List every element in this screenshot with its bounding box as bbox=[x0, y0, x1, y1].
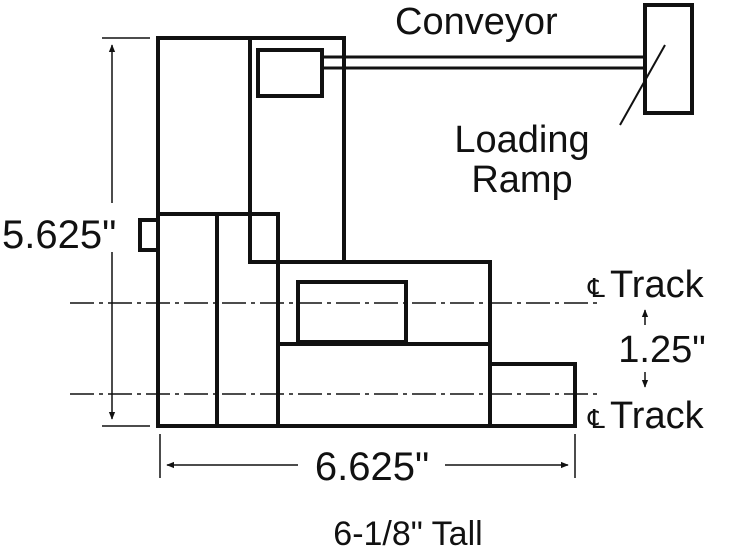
track-label-bottom: Track bbox=[610, 395, 705, 437]
upper-window-box bbox=[296, 280, 408, 344]
structure-outline bbox=[138, 3, 694, 428]
track-centerlines bbox=[70, 302, 600, 395]
conveyor-label: Conveyor bbox=[395, 1, 558, 43]
width-dimension-label: 6.625" bbox=[315, 445, 429, 489]
tall-section bbox=[156, 36, 252, 216]
height-dimension-label: 5.625" bbox=[2, 213, 116, 257]
loading-ramp-box bbox=[643, 3, 694, 115]
low-side-section bbox=[488, 362, 577, 428]
rear-section bbox=[248, 36, 346, 264]
tall-caption: 6-1/8" Tall bbox=[333, 515, 482, 553]
side-tab bbox=[138, 218, 160, 252]
conveyor-head-box bbox=[256, 48, 324, 98]
conveyor-rails bbox=[322, 55, 645, 70]
track-label-top: Track bbox=[610, 264, 705, 306]
loading-ramp-leader bbox=[619, 44, 666, 126]
centerline-symbol-top: ℄ bbox=[587, 273, 605, 303]
track-spacing-label: 1.25" bbox=[618, 329, 705, 371]
height-dimension bbox=[102, 37, 150, 427]
loading-ramp-label-line2: Ramp bbox=[471, 159, 572, 201]
width-dimension bbox=[159, 434, 576, 478]
loading-ramp-label-line1: Loading bbox=[454, 119, 589, 161]
centerline-symbol-bottom: ℄ bbox=[587, 404, 605, 434]
